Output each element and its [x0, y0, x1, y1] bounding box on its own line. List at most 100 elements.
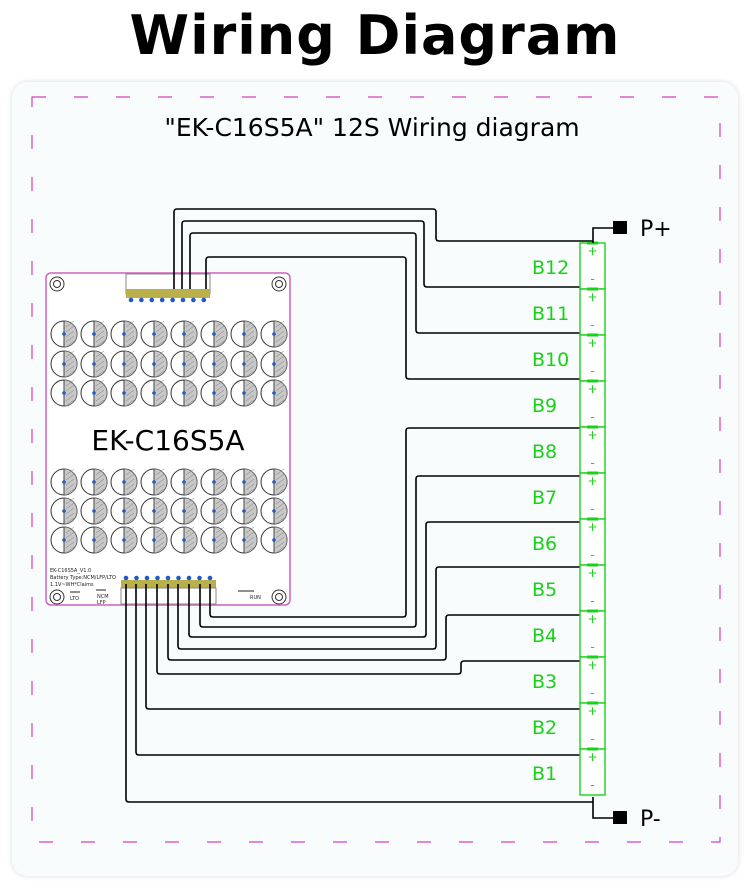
top-connector-bar: [126, 289, 210, 298]
mounting-hole: [271, 589, 287, 605]
balance-wire: [181, 220, 593, 289]
board-info-line-3: 1.1V~WH*Claims: [50, 582, 94, 588]
battery-cell-label: B6: [532, 533, 557, 555]
battery-cell-minus: -: [590, 364, 594, 378]
battery-cell-plus: +: [587, 704, 597, 718]
battery-cell-plus: +: [587, 750, 597, 764]
mounting-hole: [49, 276, 65, 292]
battery-cell-plus: +: [587, 290, 597, 304]
battery-cell-cap: [587, 471, 598, 475]
balance-wire: [189, 232, 593, 334]
capacitor: [110, 468, 138, 496]
battery-cell: +-B9: [532, 379, 606, 428]
switch-label-ncm: NCM: [97, 594, 109, 600]
balance-wire: [173, 208, 593, 289]
switch-label-lfp: LFP: [97, 600, 106, 606]
battery-cell-label: B3: [532, 671, 557, 693]
capacitor: [170, 320, 198, 348]
capacitor-grid: [50, 320, 288, 554]
bottom-pad: [197, 575, 202, 581]
balance-wire: [125, 584, 593, 803]
diagram-subtitle: "EK-C16S5A" 12S Wiring diagram: [164, 113, 579, 142]
battery-cell-plus: +: [587, 244, 597, 258]
capacitor: [170, 526, 198, 554]
bottom-pad: [176, 575, 181, 581]
capacitor: [110, 320, 138, 348]
capacitor: [110, 379, 138, 407]
battery-cell-body: [579, 472, 606, 520]
capacitor: [80, 350, 108, 378]
capacitor: [260, 468, 288, 496]
battery-cell-plus: +: [587, 612, 597, 626]
dashed-frame: [31, 96, 721, 843]
capacitor: [230, 379, 258, 407]
capacitor: [230, 468, 258, 496]
battery-cell-minus: -: [590, 456, 594, 470]
battery-cell: +-B10: [532, 333, 606, 382]
battery-cell: +-B2: [532, 701, 606, 750]
board-name: EK-C16S5A: [91, 424, 244, 457]
bottom-pad: [186, 575, 192, 581]
battery-cell: +-B3: [532, 655, 606, 704]
bottom-connector-pads: [123, 575, 213, 581]
p-plus-terminal: [613, 221, 627, 234]
capacitor: [170, 468, 198, 496]
top-pad: [170, 297, 175, 303]
balance-wire: [199, 475, 593, 628]
battery-cell: +-B4: [532, 609, 606, 658]
capacitor: [170, 497, 198, 525]
battery-cell-minus: -: [590, 778, 594, 792]
p-minus-label: P-: [640, 807, 661, 832]
battery-cell-minus: -: [590, 548, 594, 562]
capacitor: [200, 497, 228, 525]
top-pad: [139, 297, 144, 303]
balance-wire: [177, 566, 593, 650]
bottom-pad: [134, 575, 139, 581]
battery-cell: + - B1: [532, 747, 606, 796]
battery-cell-minus: -: [590, 272, 594, 286]
capacitor: [230, 497, 258, 525]
battery-cell-body: [579, 334, 606, 382]
top-pad: [128, 297, 134, 303]
battery-cell-minus: -: [590, 318, 594, 332]
battery-cell: +-B5: [532, 563, 606, 612]
capacitor: [80, 320, 108, 348]
battery-cell-cap: [587, 333, 598, 337]
top-pad: [191, 297, 196, 303]
battery-cell-label: B1: [532, 763, 557, 785]
battery-cell-label: B11: [532, 303, 569, 325]
battery-cell-cap: [587, 747, 598, 751]
battery-cell-body: [579, 610, 606, 658]
battery-cell-minus: -: [590, 732, 594, 746]
bottom-pad: [155, 575, 160, 581]
board-info-line-1: EK-C16S5A_V1.0: [50, 568, 91, 574]
battery-cell-plus: +: [587, 474, 597, 488]
mounting-hole: [49, 589, 65, 605]
bottom-pad: [123, 575, 129, 581]
battery-cell-cap: [587, 517, 598, 521]
capacitor: [230, 526, 258, 554]
battery-cell-label: B5: [532, 579, 557, 601]
capacitor: [80, 526, 108, 554]
capacitor: [140, 497, 168, 525]
battery-cell-cap: [587, 701, 598, 705]
battery-cell-plus: +: [587, 566, 597, 580]
battery-cell-body: [579, 702, 606, 750]
battery-cell-plus: +: [587, 520, 597, 534]
capacitor: [50, 497, 78, 525]
battery-cell-plus: +: [587, 336, 597, 350]
capacitor: [170, 379, 198, 407]
battery-cell: +-B7: [532, 471, 606, 520]
battery-cell-minus: -: [590, 410, 594, 424]
capacitor: [80, 497, 108, 525]
capacitor: [260, 320, 288, 348]
switch-label-lto: LTO: [70, 596, 79, 602]
capacitor: [200, 526, 228, 554]
battery-cell: + - B6: [532, 517, 606, 566]
balance-wire: [188, 521, 593, 638]
top-pad: [149, 297, 155, 303]
battery-cell-body: [579, 288, 606, 336]
battery-cell-minus: -: [590, 640, 594, 654]
p-minus-wire: [592, 797, 613, 819]
capacitor: [200, 320, 228, 348]
